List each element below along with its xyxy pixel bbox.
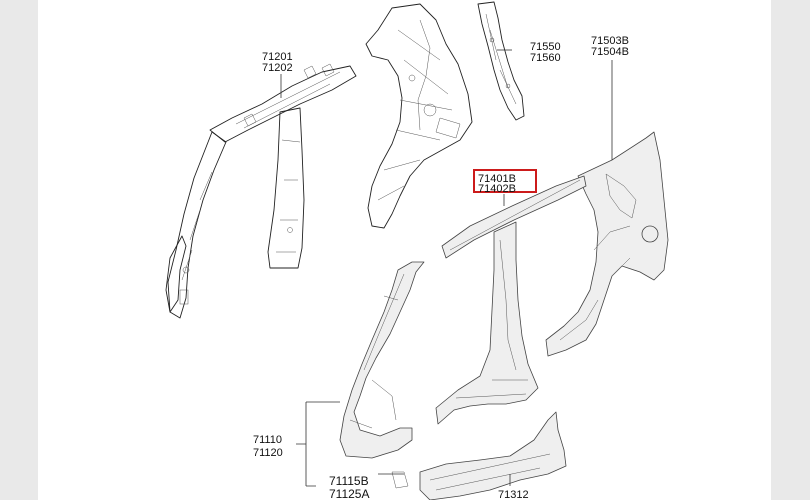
highlight-box <box>473 169 537 193</box>
label-71110: 71110 <box>253 434 282 446</box>
part-labels: 71201 71202 71550 71560 71503B 71504B 71… <box>253 35 629 500</box>
leader-lines <box>280 49 613 487</box>
part-71550-reinforcement[interactable] <box>477 1 525 121</box>
label-71201: 71201 <box>262 51 293 63</box>
label-71503B: 71503B <box>591 35 629 47</box>
label-71560: 71560 <box>530 52 561 64</box>
part-71312-side-sill[interactable] <box>419 411 567 500</box>
part-71110-front-pillar-outer[interactable] <box>339 261 425 489</box>
part-quarter-inner-panel[interactable] <box>365 3 473 229</box>
label-71120: 71120 <box>253 447 283 459</box>
label-71125A: 71125A <box>329 487 369 500</box>
label-71401B: 71401B <box>478 173 516 185</box>
label-71550: 71550 <box>530 41 561 53</box>
label-71402B: 71402B <box>478 183 516 195</box>
label-71202: 71202 <box>262 62 293 74</box>
part-71503B-quarter-outer[interactable] <box>545 131 669 357</box>
label-71312: 71312 <box>498 489 529 500</box>
part-71401B-center-pillar[interactable] <box>435 175 587 425</box>
label-71115B: 71115B <box>329 474 369 488</box>
part-71201-inner-frame[interactable] <box>165 63 357 319</box>
label-71504B: 71504B <box>591 46 629 58</box>
